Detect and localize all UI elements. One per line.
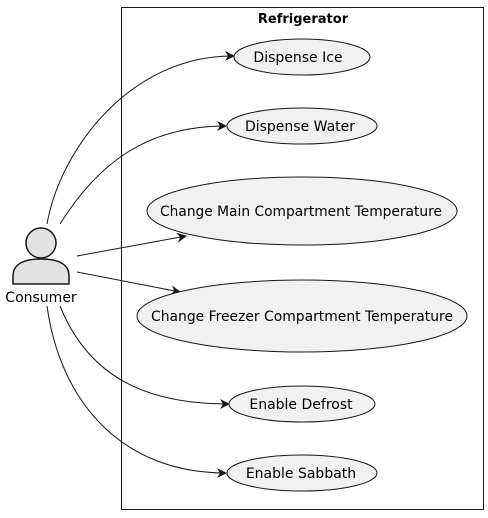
use-case-label: Dispense Ice <box>253 50 342 66</box>
use-case-enable-sabbath[interactable]: Enable Sabbath <box>226 454 378 492</box>
use-case-ellipse <box>146 176 458 246</box>
use-case-change-main-temp[interactable]: Change Main Compartment Temperature <box>146 176 458 246</box>
use-case-label: Enable Defrost <box>249 397 353 413</box>
use-case-label: Enable Sabbath <box>246 466 356 482</box>
system-boundary-rect <box>121 7 484 510</box>
use-case-ellipse <box>136 279 468 353</box>
edge-change-freezer-temp <box>76 271 181 296</box>
use-case-ellipse <box>226 454 378 492</box>
actor-label: Consumer <box>5 290 77 306</box>
use-case-ellipse <box>228 385 376 423</box>
edge-enable-sabbath <box>46 305 227 478</box>
edge-dispense-water <box>59 121 227 225</box>
use-case-label: Change Main Compartment Temperature <box>160 204 442 220</box>
use-case-dispense-water[interactable]: Dispense Water <box>226 107 378 145</box>
actor-consumer[interactable]: Consumer <box>5 227 77 306</box>
system-boundary: Refrigerator <box>121 7 484 510</box>
use-case-dispense-ice[interactable]: Dispense Ice <box>233 38 371 76</box>
use-case-ellipse <box>226 107 378 145</box>
edge-dispense-ice <box>46 50 235 225</box>
edges <box>46 50 235 478</box>
use-case-enable-defrost[interactable]: Enable Defrost <box>228 385 376 423</box>
person-icon <box>12 227 70 285</box>
edge-enable-defrost <box>59 305 230 409</box>
use-case-label: Dispense Water <box>245 119 355 135</box>
edge-change-main-temp <box>76 232 187 257</box>
use-case-change-freezer-temp[interactable]: Change Freezer Compartment Temperature <box>136 279 468 353</box>
use-case-label: Change Freezer Compartment Temperature <box>151 309 453 325</box>
use-case-ellipse <box>233 38 371 76</box>
system-title: Refrigerator <box>258 12 349 27</box>
